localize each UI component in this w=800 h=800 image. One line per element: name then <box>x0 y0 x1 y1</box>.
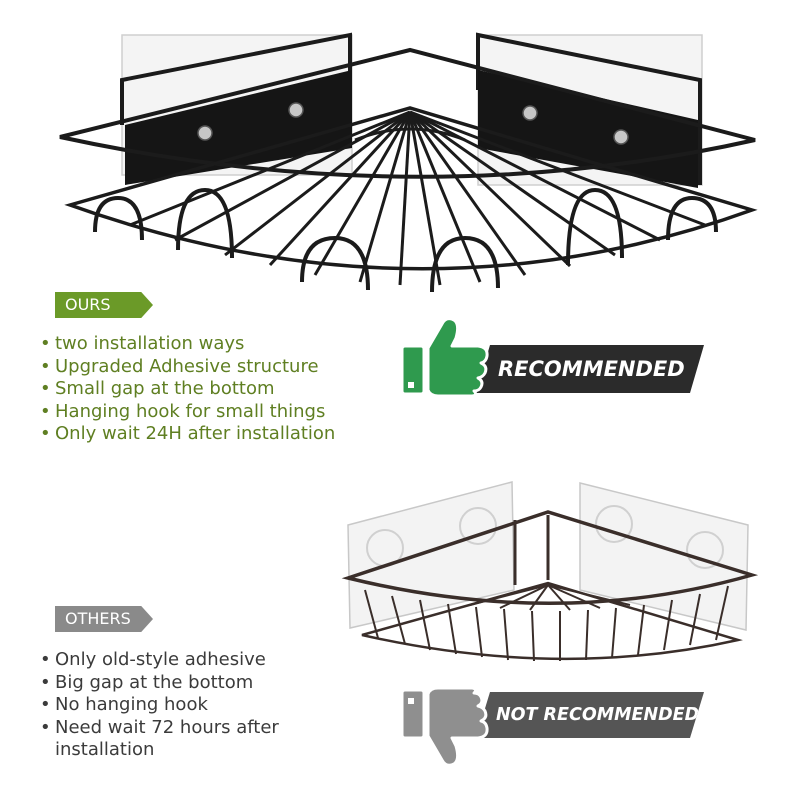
list-item: Only old-style adhesive <box>40 649 330 672</box>
list-item: Hanging hook for small things <box>40 401 370 424</box>
not-recommended-badge: NOT RECOMMENDED <box>476 692 704 738</box>
list-item: Small gap at the bottom <box>40 378 370 401</box>
recommended-badge: RECOMMENDED <box>476 345 704 393</box>
others-feature-list: Only old-style adhesive Big gap at the b… <box>40 649 330 762</box>
list-item: Need wait 72 hours after installation <box>40 717 330 762</box>
thumbs-down-icon <box>400 686 489 767</box>
ours-shelf-image <box>59 32 758 293</box>
others-tag: OTHERS <box>55 606 153 632</box>
thumbs-up-icon <box>400 317 489 398</box>
others-shelf-image <box>341 481 759 662</box>
list-item: two installation ways <box>40 333 370 356</box>
list-item: Only wait 24H after installation <box>40 423 370 446</box>
list-item: Upgraded Adhesive structure <box>40 356 370 379</box>
ours-feature-list: two installation ways Upgraded Adhesive … <box>40 333 370 446</box>
list-item: No hanging hook <box>40 694 330 717</box>
ours-tag: OURS <box>55 292 153 318</box>
list-item: Big gap at the bottom <box>40 672 330 695</box>
